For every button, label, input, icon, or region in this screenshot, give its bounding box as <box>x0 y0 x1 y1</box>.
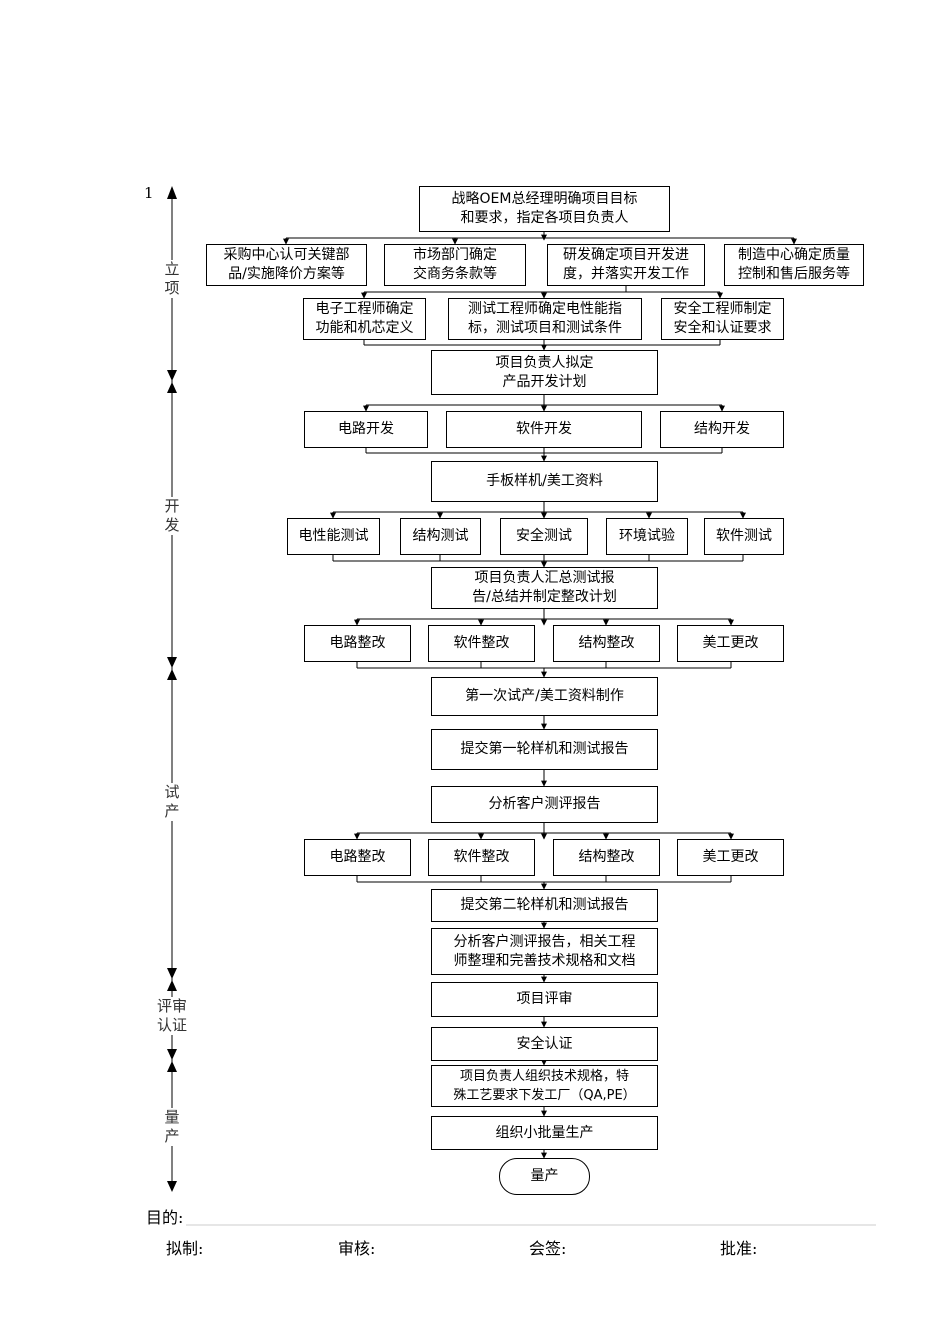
step-purchase: 采购中心认可关键部 品/实施降价方案等 <box>206 244 367 286</box>
footer-reviewed: 审核: <box>338 1239 376 1258</box>
step-test-elec: 电性能测试 <box>287 518 380 555</box>
step-mass: 量产 <box>499 1158 590 1195</box>
step-prototype: 手板样机/美工资料 <box>431 461 658 502</box>
page-number: 1 <box>144 184 154 202</box>
step-market: 市场部门确定 交商务条款等 <box>384 244 526 286</box>
step-fix2-circuit: 电路整改 <box>304 839 411 876</box>
step-ee: 电子工程师确定 功能和机芯定义 <box>303 298 426 340</box>
step-submit2: 提交第二轮样机和测试报告 <box>431 889 658 922</box>
step-analysis2: 分析客户测评报告，相关工程 师整理和完善技术规格和文档 <box>431 928 658 975</box>
step-fix1-art: 美工更改 <box>677 625 784 662</box>
step-rnd: 研发确定项目开发进 度，并落实开发工作 <box>547 244 705 286</box>
step-test-sw: 软件测试 <box>704 518 784 555</box>
step-se: 安全工程师制定 安全和认证要求 <box>661 298 784 340</box>
step-dev-struct: 结构开发 <box>660 411 784 448</box>
footer-drafted: 拟制: <box>166 1239 204 1258</box>
phase-arrowheads <box>167 186 177 1192</box>
step-mfg: 制造中心确定质量 控制和售后服务等 <box>724 244 864 286</box>
footer-purpose: 目的: <box>146 1208 184 1227</box>
step-te: 测试工程师确定电性能指 标，测试项目和测试条件 <box>448 298 642 340</box>
step-fix2-software: 软件整改 <box>428 839 535 876</box>
step-fix1-struct: 结构整改 <box>553 625 660 662</box>
step-dev-circuit: 电路开发 <box>304 411 428 448</box>
step-trial1: 第一次试产/美工资料制作 <box>431 677 658 716</box>
phase-label-shichan: 试 产 <box>160 783 184 821</box>
step-start: 战略OEM总经理明确项目目标 和要求，指定各项目负责人 <box>419 186 670 232</box>
step-cert: 安全认证 <box>431 1027 658 1061</box>
step-fix1-software: 软件整改 <box>428 625 535 662</box>
step-spec: 项目负责人组织技术规格，特 殊工艺要求下发工厂（QA,PE） <box>431 1065 658 1107</box>
phase-label-pingshen: 评审 认证 <box>152 997 192 1035</box>
phase-label-lixiang: 立 项 <box>160 260 184 298</box>
step-test-struct: 结构测试 <box>400 518 481 555</box>
step-test-safety: 安全测试 <box>500 518 588 555</box>
phase-label-kaifa: 开 发 <box>160 497 184 535</box>
footer-countersigned: 会签: <box>529 1239 567 1258</box>
step-fix2-struct: 结构整改 <box>553 839 660 876</box>
step-summary: 项目负责人汇总测试报 告/总结并制定整改计划 <box>431 567 658 609</box>
step-test-env: 环境试验 <box>606 518 688 555</box>
step-fix1-circuit: 电路整改 <box>304 625 411 662</box>
phase-label-liangchan: 量 产 <box>160 1108 184 1146</box>
step-dev-software: 软件开发 <box>446 411 642 448</box>
step-review: 项目评审 <box>431 982 658 1017</box>
step-submit1: 提交第一轮样机和测试报告 <box>431 729 658 770</box>
step-small-batch: 组织小批量生产 <box>431 1116 658 1150</box>
step-fix2-art: 美工更改 <box>677 839 784 876</box>
footer-approved: 批准: <box>720 1239 758 1258</box>
step-analysis1: 分析客户测评报告 <box>431 786 658 823</box>
step-plan: 项目负责人拟定 产品开发计划 <box>431 350 658 395</box>
